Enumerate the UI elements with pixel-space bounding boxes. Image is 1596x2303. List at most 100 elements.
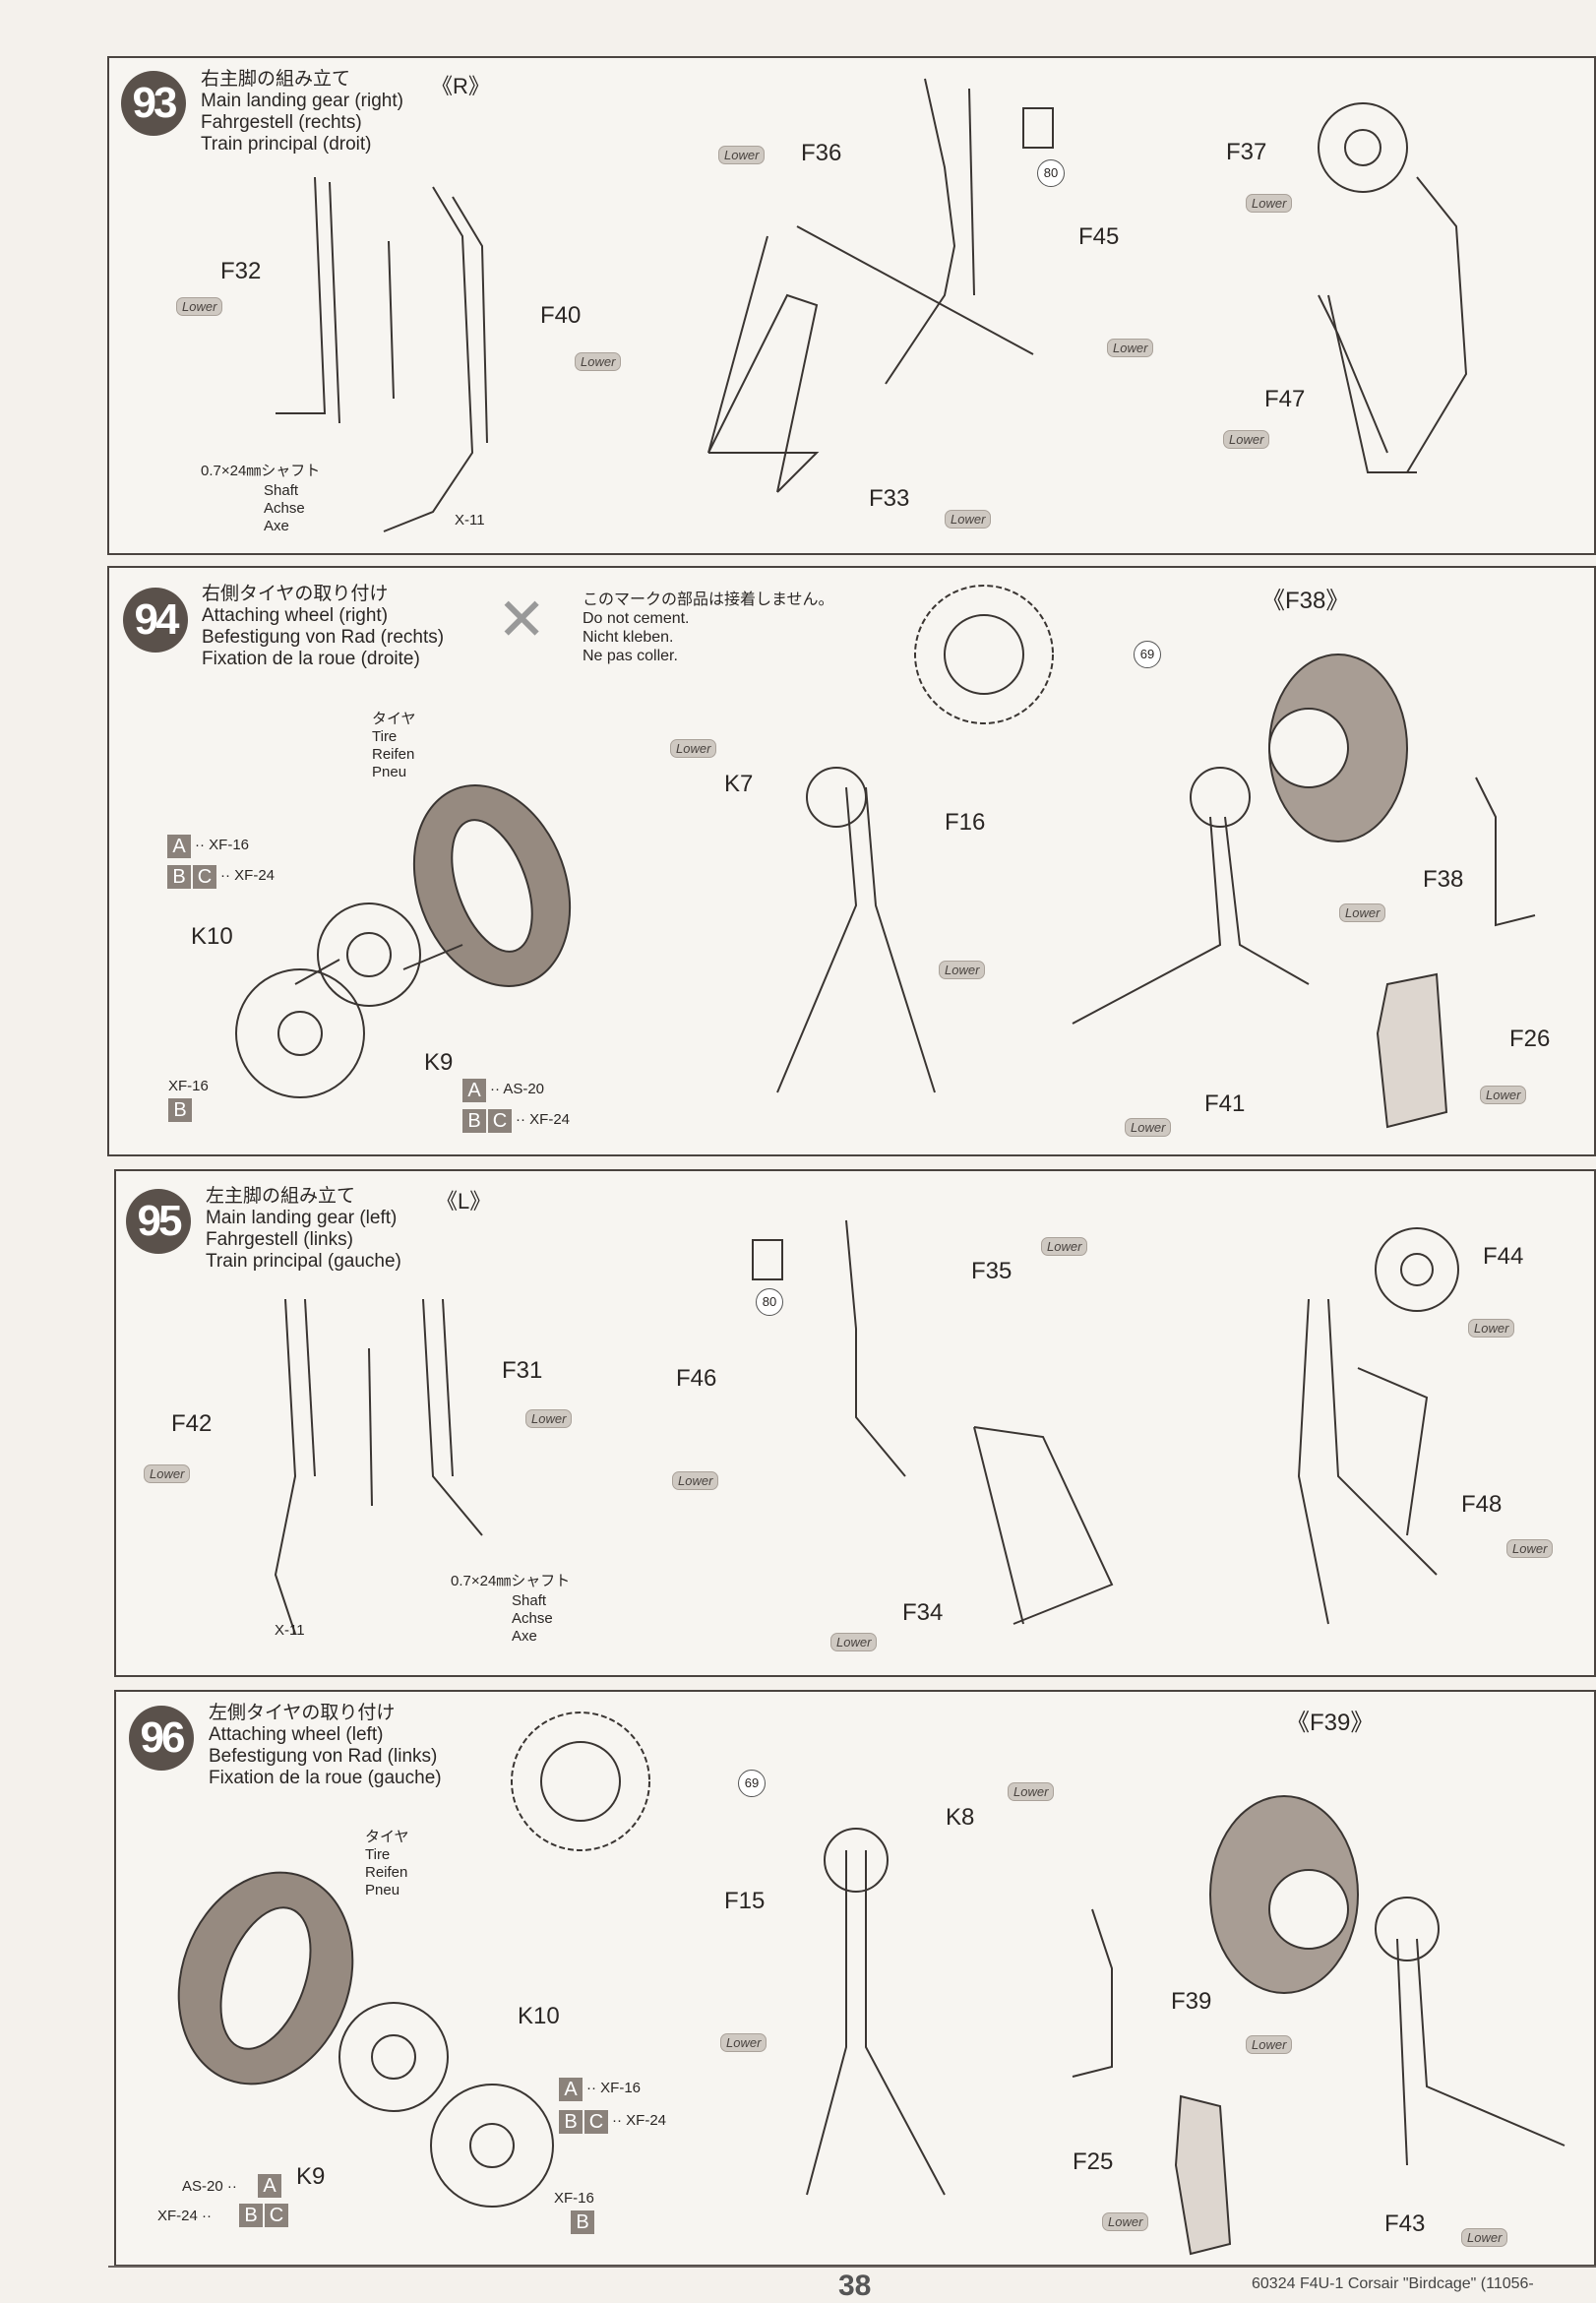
lower-badge: Lower xyxy=(1223,430,1270,449)
step-number-badge: 95 xyxy=(126,1189,191,1254)
lower-badge: Lower xyxy=(1339,903,1386,922)
lower-badge: Lower xyxy=(1246,194,1293,213)
lower-badge: Lower xyxy=(1125,1118,1172,1137)
lower-badge: Lower xyxy=(144,1464,191,1483)
part-label: F31 xyxy=(502,1357,543,1384)
part-label: F33 xyxy=(869,485,910,512)
paint-chip: A xyxy=(258,2174,281,2198)
step-ref-number: 69 xyxy=(738,1770,766,1797)
annotation-text: ·· XF-24 xyxy=(516,1111,571,1128)
part-label: F46 xyxy=(676,1365,717,1392)
paint-chip: B xyxy=(239,2204,263,2227)
annotation-text: AS-20 ·· xyxy=(182,2178,237,2195)
annotation-text: タイヤ xyxy=(372,711,416,727)
step-ref-number: 80 xyxy=(1037,159,1065,187)
paint-chip: B xyxy=(167,865,191,889)
side-mark: 《R》 xyxy=(431,74,490,98)
annotation-text: 0.7×24㎜シャフト xyxy=(201,463,321,479)
step-title: 左主脚の組み立て Main landing gear (left) Fahrge… xyxy=(206,1186,401,1272)
lower-badge: Lower xyxy=(939,961,986,979)
annotation-text: ·· XF-16 xyxy=(586,2080,642,2096)
annotation-text: Axe xyxy=(512,1628,537,1645)
paint-chip: B xyxy=(571,2210,594,2234)
annotation-text: ·· AS-20 xyxy=(490,1081,545,1097)
part-label: 《F38》 xyxy=(1261,588,1350,614)
annotation-text: XF-16 xyxy=(554,2190,594,2207)
lower-badge: Lower xyxy=(1041,1237,1088,1256)
part-label: F40 xyxy=(540,302,582,329)
part-label: F48 xyxy=(1461,1491,1503,1518)
step-96-drawing xyxy=(177,1712,1565,2256)
step-number-badge: 94 xyxy=(123,588,188,653)
lower-badge: Lower xyxy=(1008,1782,1055,1801)
part-label: K9 xyxy=(424,1049,454,1076)
part-label: K8 xyxy=(946,1804,975,1831)
part-label: F16 xyxy=(945,809,986,836)
part-label: F45 xyxy=(1078,223,1120,250)
paint-chip: A xyxy=(167,835,191,858)
lower-badge: Lower xyxy=(1246,2035,1293,2054)
paint-chip: C xyxy=(584,2110,608,2134)
part-label: F32 xyxy=(220,258,262,284)
annotation-text: Achse xyxy=(264,500,305,517)
annotation-text: Shaft xyxy=(264,482,299,499)
footer-rule xyxy=(108,2266,1596,2268)
step-ref-number: 69 xyxy=(1134,641,1161,668)
part-label: F34 xyxy=(902,1599,944,1626)
part-label: F41 xyxy=(1204,1090,1246,1117)
step-94-drawing xyxy=(235,585,1536,1129)
lower-badge: Lower xyxy=(1480,1086,1527,1104)
lower-badge: Lower xyxy=(1506,1539,1554,1558)
part-label: F15 xyxy=(724,1888,766,1914)
part-label: K10 xyxy=(518,2003,560,2029)
part-label: F38 xyxy=(1423,866,1464,893)
lower-badge: Lower xyxy=(1107,339,1154,357)
annotation-text: Axe xyxy=(264,518,289,534)
step-number-badge: 96 xyxy=(129,1706,194,1771)
lower-badge: Lower xyxy=(525,1409,573,1428)
part-label: F36 xyxy=(801,140,842,166)
annotation-text: Reifen xyxy=(365,1864,408,1881)
no-cement-note: このマークの部品は接着しません。 Do not cement. Nicht kl… xyxy=(583,591,834,664)
lower-badge: Lower xyxy=(1468,1319,1515,1338)
part-label: F42 xyxy=(171,1410,213,1437)
annotation-text: XF-16 xyxy=(168,1078,209,1094)
annotation-text: Pneu xyxy=(372,764,407,780)
annotation-text: Shaft xyxy=(512,1592,547,1609)
annotation-text: Reifen xyxy=(372,746,415,763)
lower-badge: Lower xyxy=(830,1633,878,1651)
step-95-drawing xyxy=(274,1219,1459,1635)
paint-chip: B xyxy=(168,1098,192,1122)
no-cement-icon: ✕ xyxy=(497,587,547,653)
part-label: 《F39》 xyxy=(1286,1710,1375,1736)
paint-chip: C xyxy=(193,865,216,889)
part-label: F35 xyxy=(971,1258,1013,1284)
annotation-text: ·· XF-16 xyxy=(195,837,250,853)
step-number-badge: 93 xyxy=(121,71,186,136)
lower-badge: Lower xyxy=(1102,2212,1149,2231)
lower-badge: Lower xyxy=(718,146,766,164)
annotation-text: Achse xyxy=(512,1610,553,1627)
part-label: F44 xyxy=(1483,1243,1524,1270)
step-title: 右主脚の組み立て Main landing gear (right) Fahrg… xyxy=(201,69,403,155)
part-label: F25 xyxy=(1073,2148,1114,2175)
page-number: 38 xyxy=(838,2270,872,2302)
part-label: K9 xyxy=(296,2163,326,2190)
product-title: 60324 F4U-1 Corsair "Birdcage" (11056- xyxy=(1252,2275,1534,2292)
step-ref-number: 80 xyxy=(756,1288,783,1316)
annotation-text: 0.7×24㎜シャフト xyxy=(451,1573,571,1589)
annotation-text: Tire xyxy=(365,1846,391,1863)
part-label: F26 xyxy=(1509,1026,1551,1052)
annotation-text: X-11 xyxy=(275,1622,305,1639)
annotation-text: XF-24 ·· xyxy=(157,2208,213,2224)
lower-badge: Lower xyxy=(720,2033,767,2052)
lower-badge: Lower xyxy=(176,297,223,316)
step-title: 左側タイヤの取り付け Attaching wheel (left) Befest… xyxy=(209,1703,442,1788)
paint-chip: B xyxy=(559,2110,583,2134)
lower-badge: Lower xyxy=(1461,2228,1508,2247)
step-title: 右側タイヤの取り付け Attaching wheel (right) Befes… xyxy=(202,584,445,669)
annotation-text: タイヤ xyxy=(365,1829,409,1845)
paint-chip: A xyxy=(559,2078,583,2101)
annotation-text: Tire xyxy=(372,728,398,745)
